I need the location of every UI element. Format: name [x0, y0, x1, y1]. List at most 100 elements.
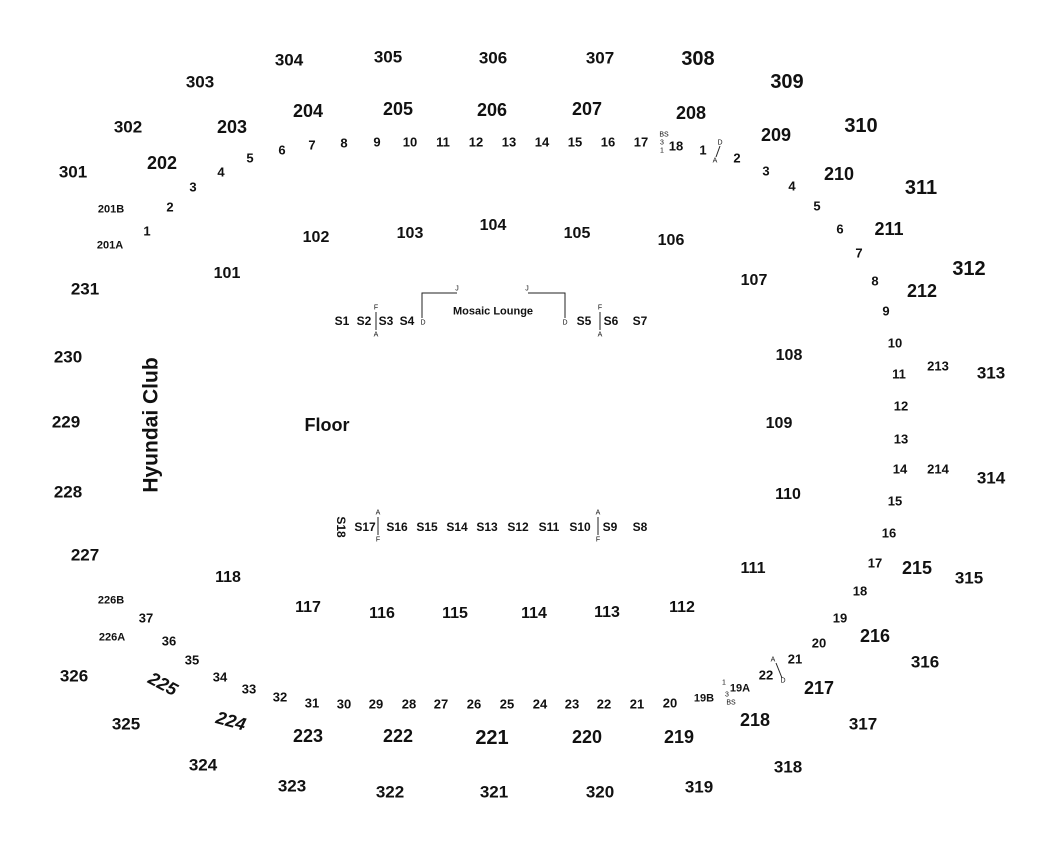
section-label[interactable]: 325: [111, 714, 141, 734]
section-label[interactable]: 318: [773, 757, 803, 777]
section-label[interactable]: 208: [675, 103, 707, 123]
section-label[interactable]: 308: [681, 48, 715, 70]
section-label[interactable]: 219: [663, 727, 695, 747]
section-label[interactable]: 117: [295, 599, 321, 616]
section-label[interactable]: 323: [277, 776, 307, 796]
section-label[interactable]: 226B: [97, 594, 125, 607]
suite-label[interactable]: S2: [356, 314, 372, 328]
section-label[interactable]: 202: [146, 153, 178, 173]
section-label[interactable]: 111: [740, 560, 766, 577]
section-label[interactable]: 226A: [98, 631, 126, 644]
section-label[interactable]: 205: [382, 99, 414, 119]
suite-label[interactable]: S3: [378, 314, 394, 328]
section-label[interactable]: 222: [382, 726, 414, 746]
section-label[interactable]: 306: [478, 48, 508, 68]
section-label[interactable]: 326: [59, 666, 89, 686]
section-label[interactable]: 303: [185, 72, 215, 92]
row-label: 18: [668, 138, 684, 154]
suite-label[interactable]: S13: [476, 520, 498, 534]
section-label[interactable]: 101: [213, 265, 241, 282]
section-label[interactable]: 220: [571, 727, 603, 747]
row-label: 19B: [693, 692, 715, 705]
suite-label[interactable]: S5: [576, 314, 592, 328]
section-label[interactable]: 312: [952, 258, 986, 280]
section-label[interactable]: 118: [215, 569, 241, 586]
mosaic-lounge-label[interactable]: Mosaic Lounge: [452, 305, 534, 318]
suite-label[interactable]: S15: [416, 520, 438, 534]
section-label[interactable]: 203: [216, 117, 248, 137]
section-label[interactable]: 201A: [96, 239, 124, 252]
section-label[interactable]: 214: [927, 461, 949, 477]
row-label: 34: [212, 669, 228, 685]
section-label[interactable]: 216: [859, 626, 891, 646]
section-label[interactable]: 322: [375, 782, 405, 802]
suite-label[interactable]: S16: [386, 520, 408, 534]
section-label[interactable]: 112: [669, 599, 695, 616]
section-label[interactable]: 212: [906, 281, 938, 301]
section-label[interactable]: 316: [910, 652, 940, 672]
section-label[interactable]: 230: [53, 347, 83, 367]
section-label[interactable]: 320: [585, 782, 615, 802]
section-label[interactable]: 109: [765, 415, 793, 432]
section-label[interactable]: 207: [571, 99, 603, 119]
section-label[interactable]: 211: [874, 219, 904, 239]
section-label[interactable]: 105: [563, 225, 591, 242]
section-label[interactable]: 206: [476, 100, 508, 120]
section-label[interactable]: 313: [976, 363, 1006, 383]
section-label[interactable]: 310: [844, 115, 878, 137]
section-label[interactable]: 229: [51, 412, 81, 432]
section-label[interactable]: 106: [657, 232, 685, 249]
suite-label[interactable]: S9: [602, 520, 618, 534]
suite-label[interactable]: S17: [354, 520, 376, 534]
section-label[interactable]: 317: [848, 714, 878, 734]
section-label[interactable]: 213: [927, 358, 949, 374]
section-label[interactable]: 309: [770, 71, 804, 93]
hyundai-club-label[interactable]: Hyundai Club: [139, 357, 163, 493]
suite-label[interactable]: S10: [569, 520, 591, 534]
suite-label[interactable]: S11: [538, 520, 560, 534]
section-label[interactable]: 104: [479, 217, 507, 234]
section-label[interactable]: 209: [760, 125, 792, 145]
suite-label[interactable]: S7: [632, 314, 648, 328]
section-label[interactable]: 218: [739, 710, 771, 730]
section-label[interactable]: 204: [292, 101, 324, 121]
suite-label[interactable]: S8: [632, 520, 648, 534]
section-label[interactable]: 305: [373, 47, 403, 67]
suite-label[interactable]: S6: [603, 314, 619, 328]
section-label[interactable]: 304: [274, 50, 304, 70]
section-label[interactable]: 107: [740, 272, 768, 289]
section-label[interactable]: 311: [904, 177, 938, 199]
section-label[interactable]: 215: [901, 558, 933, 578]
section-label[interactable]: 217: [803, 678, 835, 698]
section-label[interactable]: 228: [53, 482, 83, 502]
section-label[interactable]: 321: [479, 782, 509, 802]
section-label[interactable]: 319: [684, 777, 714, 797]
suite-label[interactable]: S18: [334, 516, 348, 538]
section-label[interactable]: 210: [823, 164, 855, 184]
section-label[interactable]: 102: [302, 229, 330, 246]
section-label[interactable]: 324: [188, 755, 218, 775]
section-label[interactable]: 315: [954, 568, 984, 588]
section-label[interactable]: 227: [70, 545, 100, 565]
section-label[interactable]: 116: [369, 605, 395, 622]
section-label[interactable]: 114: [521, 605, 547, 622]
floor-label[interactable]: Floor: [304, 415, 350, 435]
section-label[interactable]: 108: [775, 347, 803, 364]
section-label[interactable]: 231: [70, 279, 100, 299]
suite-label[interactable]: S4: [399, 314, 415, 328]
section-label[interactable]: 223: [292, 726, 324, 746]
section-label[interactable]: 221: [475, 727, 509, 749]
section-label[interactable]: 301: [58, 162, 88, 182]
section-label[interactable]: 103: [396, 225, 424, 242]
section-label[interactable]: 115: [442, 605, 468, 622]
suite-label[interactable]: S12: [507, 520, 529, 534]
suite-label[interactable]: S1: [334, 314, 350, 328]
row-label: 27: [433, 696, 449, 712]
section-label[interactable]: 201B: [97, 203, 125, 216]
section-label[interactable]: 113: [594, 604, 620, 621]
section-label[interactable]: 110: [775, 486, 801, 503]
suite-label[interactable]: S14: [446, 520, 468, 534]
section-label[interactable]: 314: [976, 468, 1006, 488]
section-label[interactable]: 302: [113, 117, 143, 137]
section-label[interactable]: 307: [585, 48, 615, 68]
